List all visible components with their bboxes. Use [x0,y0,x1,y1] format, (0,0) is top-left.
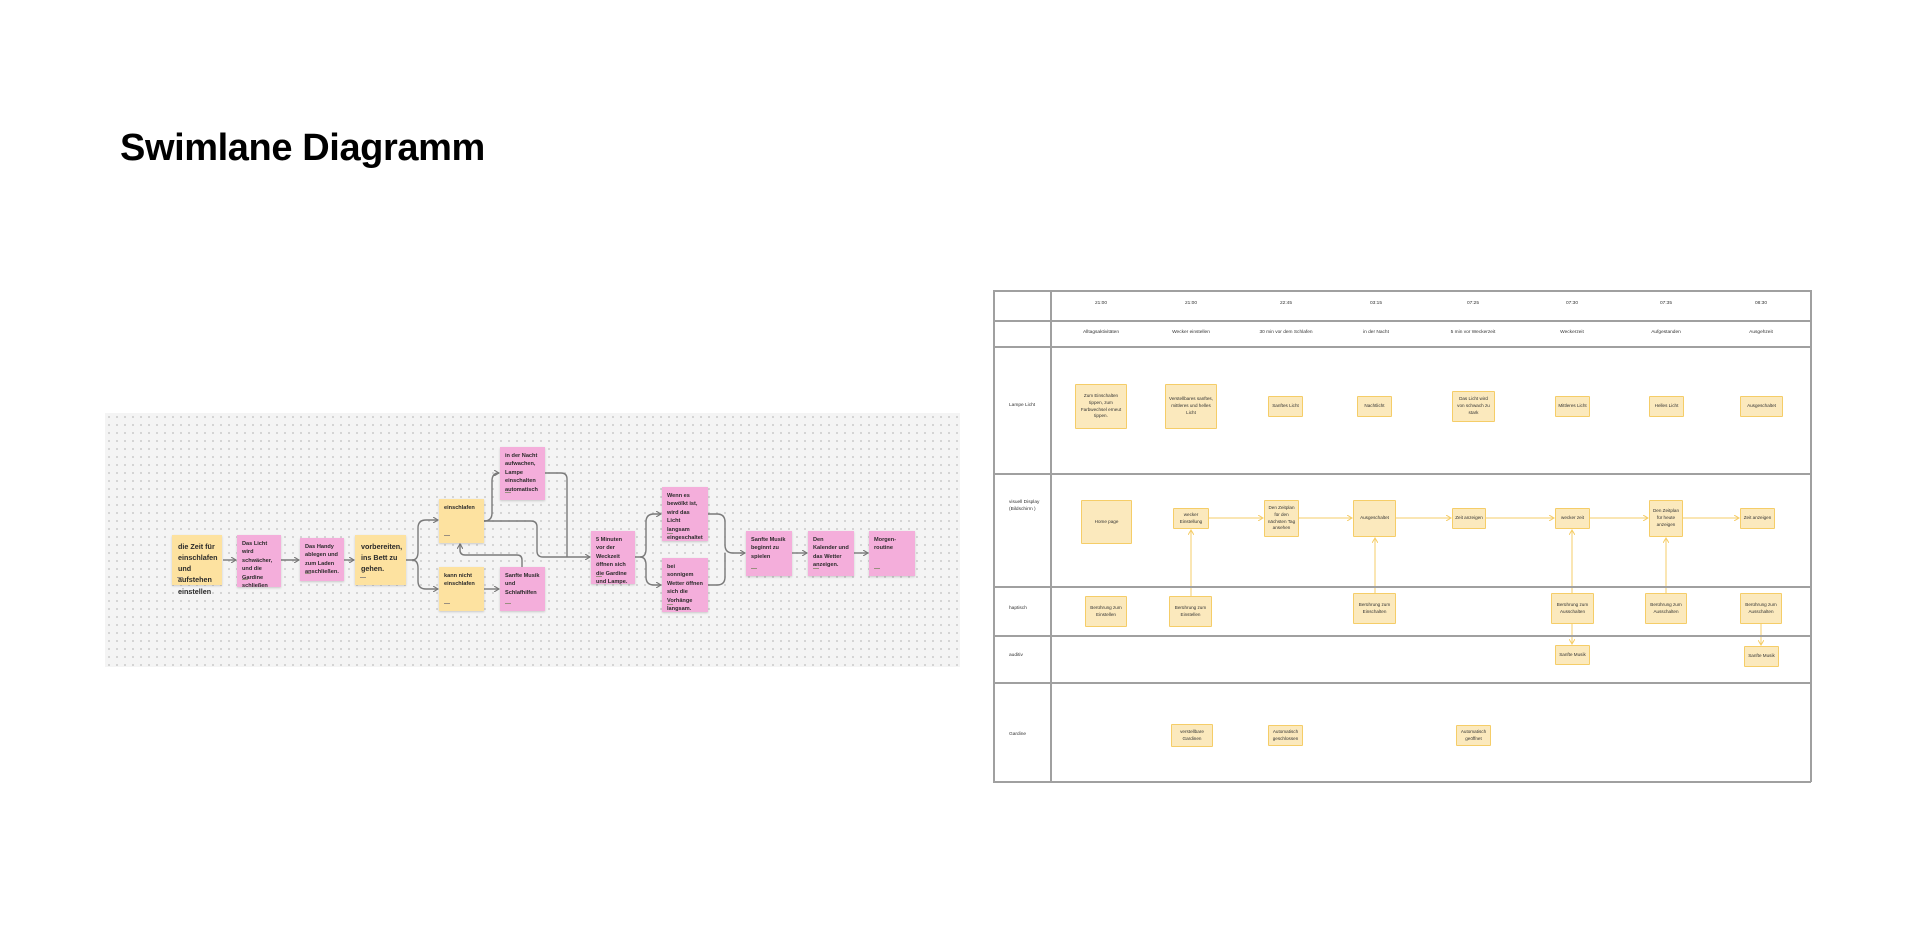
sticky-note[interactable]: Sanfte Musik und Schlafhilfen [500,567,545,611]
row-divider [993,586,1811,588]
table-border [993,290,1811,292]
sticky-note[interactable]: vorbereiten, ins Bett zu gehen. [355,535,406,585]
note-text: Das Handy ablegen und zum Laden anschlie… [305,544,339,576]
row-divider [993,473,1811,475]
note-text: Das Licht wird schwächer, und die Gardin… [242,541,273,589]
sticky-note[interactable]: Das Licht wird schwächer, und die Gardin… [237,535,281,589]
lane-box[interactable]: Sanfte Musik [1555,645,1590,665]
lane-box[interactable]: Ausgeschaltet [1740,396,1783,417]
phase-header: 5 min vor Weckerzeit [1450,330,1496,335]
lane-box[interactable]: Nachtlicht [1357,396,1392,417]
phase-header: 30 min vor dem Schlafen [1259,330,1313,335]
time-header: 07:30 [1565,301,1579,306]
page-title: Swimlane Diagramm [120,127,485,169]
row-divider [993,682,1811,684]
lane-box[interactable]: Zeit anzeigen [1452,508,1486,529]
note-text: Sanfte Musik beginnt zu spielen [751,537,786,560]
lane-box[interactable]: Automatisch geschlossen [1268,725,1303,746]
lane-label: Lampe Licht [1009,403,1036,408]
note-text: kann nicht einschlafen [444,573,475,588]
table-border [993,290,995,782]
lane-label: visuell Display (Bildschirm ) [1009,500,1040,512]
sticky-note[interactable]: Morgen-routine [869,531,915,576]
lane-box[interactable]: verstellbare Gardinen [1171,724,1213,747]
lane-box[interactable]: Verstellbares sanftes, mittleres und hel… [1165,384,1217,429]
lane-box[interactable]: Mittleres Licht [1555,396,1590,417]
lane-label: Gardine [1009,732,1027,737]
lane-box[interactable]: Sanfte Musik [1744,646,1779,667]
table-border [993,781,1811,783]
time-header: 07:35 [1659,301,1673,306]
sticky-note[interactable]: Den Kalender und das Wetter anzeigen. [808,531,854,576]
lane-box[interactable]: Berührung zum Einstellen [1085,596,1127,627]
lane-label: haptisch [1009,606,1027,611]
time-header: 21:00 [1184,301,1198,306]
note-text: in der Nacht aufwachen, Lampe einschalte… [505,453,538,493]
time-header: 07:25 [1466,301,1480,306]
lane-box[interactable]: Den Zeitplan für heute anzeigen [1649,500,1683,537]
sticky-note[interactable]: bei sonnigem Wetter öffnen sich die Vorh… [662,558,708,612]
note-text: Sanfte Musik und Schlafhilfen [505,573,540,596]
lane-box[interactable]: Berührung zum Einstellen [1169,596,1212,627]
time-header: 08:30 [1754,301,1768,306]
lane-box[interactable]: Berührung zum Einschalten [1353,593,1396,624]
phase-header: Alltagsaktivitäten [1083,330,1119,335]
lane-box[interactable]: Berührung zum Ausschalten [1645,593,1687,624]
lane-box[interactable]: Den Zeitplan für den nächsten Tag ansehe… [1264,500,1299,537]
note-text: Den Kalender und das Wetter anzeigen. [813,537,849,569]
lane-box[interactable]: Helles Licht [1649,396,1684,417]
lane-box[interactable]: Das Licht wird von schwach zu stark [1452,391,1495,422]
time-header: 21:00 [1094,301,1108,306]
sticky-note[interactable]: 5 Minuten vor der Weckzeit öffnen sich d… [591,531,635,585]
note-text: Morgen-routine [874,537,897,552]
sticky-note[interactable]: Das Handy ablegen und zum Laden anschlie… [300,538,344,581]
row-divider [993,320,1811,322]
lane-box[interactable]: Home page [1081,500,1132,544]
row-divider [993,635,1811,637]
sticky-note[interactable]: die Zeit für einschlafen und aufstehen e… [172,535,222,596]
note-text: die Zeit für einschlafen und aufstehen e… [178,542,218,596]
swimlane-arrows [1191,518,1761,645]
lane-box[interactable]: Zeit anzeigen [1740,508,1775,529]
sticky-note[interactable]: Wenn es bewölkt ist, wird das Licht lang… [662,487,708,541]
lane-box[interactable]: Automatisch geöffnet [1456,725,1491,746]
sticky-note[interactable]: einschlafen [439,499,484,543]
note-text: einschlafen [444,505,475,511]
time-header: 22:45 [1279,301,1293,306]
phase-header: in der Nacht [1363,330,1389,335]
sticky-note[interactable]: kann nicht einschlafen [439,567,484,611]
table-divider [1050,290,1052,782]
lane-box[interactable]: wecker zeit [1555,508,1590,529]
phase-header: Ausgehzeit [1749,330,1773,335]
note-text: Wenn es bewölkt ist, wird das Licht lang… [667,493,703,541]
table-border [1810,290,1812,782]
lane-box[interactable]: Sanftes Licht [1268,396,1303,417]
lane-box[interactable]: Ausgeschaltet [1353,500,1396,537]
lane-label: auditiv [1009,653,1023,658]
lane-box[interactable]: Berührung zum Ausschalten [1551,593,1594,624]
phase-header: Wecker einstellen [1172,330,1210,335]
phase-header: Weckerzeit [1560,330,1584,335]
note-text: bei sonnigem Wetter öffnen sich die Vorh… [667,564,703,612]
phase-header: Aufgestanden [1651,330,1681,335]
lane-box[interactable]: wecker Einstellung [1173,508,1209,529]
sticky-note[interactable]: in der Nacht aufwachen, Lampe einschalte… [500,447,545,500]
sticky-note[interactable]: Sanfte Musik beginnt zu spielen [746,531,792,576]
time-header: 03:15 [1369,301,1383,306]
note-text: 5 Minuten vor der Weckzeit öffnen sich d… [596,537,628,585]
note-text: vorbereiten, ins Bett zu gehen. [361,542,403,574]
row-divider [993,346,1811,348]
lane-box[interactable]: Berührung zum Ausschalten [1740,593,1782,624]
lane-box[interactable]: Zum Einschalten tippen, zum Farbwechsel … [1075,384,1127,429]
